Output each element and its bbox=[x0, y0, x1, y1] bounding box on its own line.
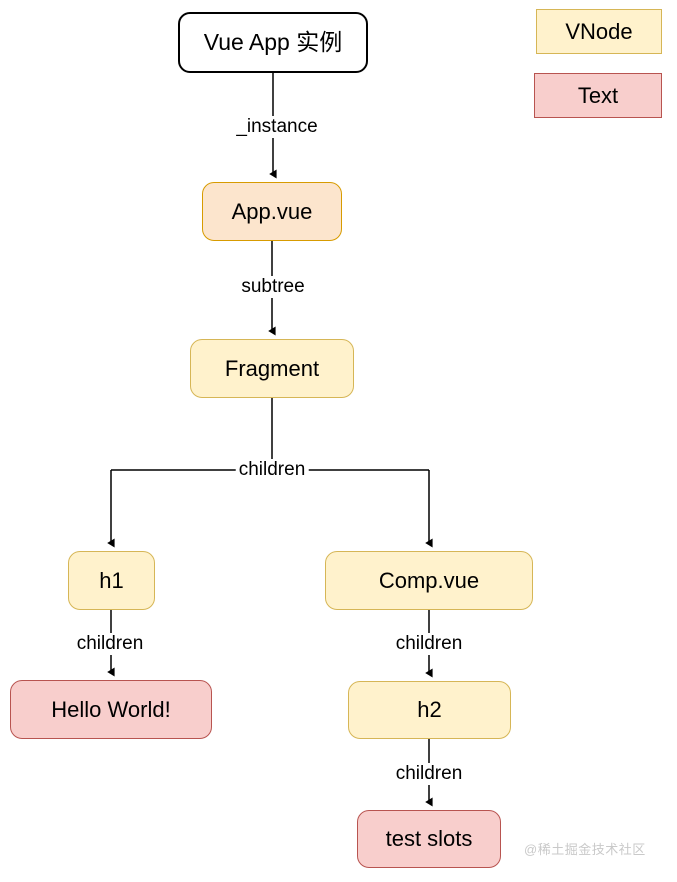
legend-item-vnode: VNode bbox=[536, 9, 662, 54]
node-test-slots[interactable]: test slots bbox=[357, 810, 501, 868]
watermark: @稀土掘金技术社区 bbox=[524, 842, 646, 857]
legend-label: Text bbox=[577, 82, 619, 108]
edge-label-children-split: children bbox=[235, 459, 309, 481]
node-fragment[interactable]: Fragment bbox=[190, 339, 354, 398]
edge-label-comp-children: children bbox=[392, 633, 466, 655]
edge-label-h1-children: children bbox=[73, 633, 147, 655]
node-label: Vue App 实例 bbox=[203, 29, 343, 56]
node-label: h2 bbox=[417, 697, 442, 723]
legend-label: VNode bbox=[565, 18, 633, 44]
legend-item-text: Text bbox=[534, 73, 662, 118]
node-h1[interactable]: h1 bbox=[68, 551, 155, 610]
node-label: Comp.vue bbox=[378, 567, 480, 593]
node-label: h1 bbox=[99, 567, 124, 593]
edge-label-instance: _instance bbox=[233, 116, 321, 138]
node-vue-app-instance[interactable]: Vue App 实例 bbox=[178, 12, 368, 73]
node-h2[interactable]: h2 bbox=[348, 681, 511, 739]
node-label: Hello World! bbox=[51, 696, 171, 722]
node-comp-vue[interactable]: Comp.vue bbox=[325, 551, 533, 610]
node-label: App.vue bbox=[231, 198, 313, 224]
node-hello-world[interactable]: Hello World! bbox=[10, 680, 212, 739]
edge-label-subtree: subtree bbox=[238, 276, 308, 298]
node-label: Fragment bbox=[224, 355, 320, 381]
edge-label-h2-children: children bbox=[392, 763, 466, 785]
node-app-vue[interactable]: App.vue bbox=[202, 182, 342, 241]
node-label: test slots bbox=[385, 826, 473, 852]
